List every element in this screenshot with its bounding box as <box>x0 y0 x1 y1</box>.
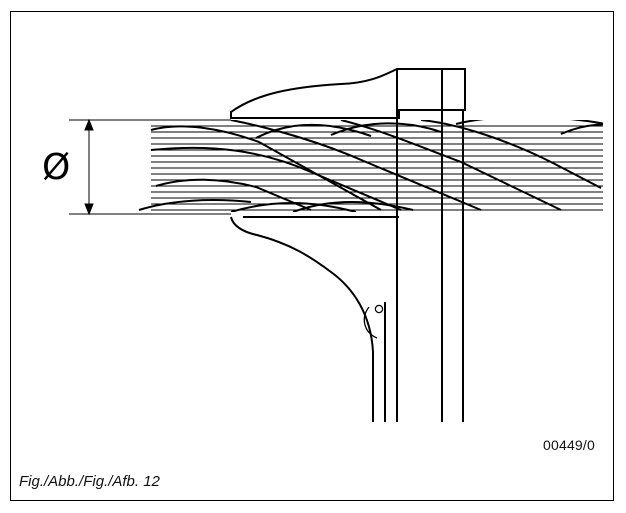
figure-frame: Ø 00449/0 Fig./Abb./Fig./Afb. 12 <box>10 11 614 501</box>
dimension-lines <box>69 118 231 216</box>
screw-icon <box>374 304 384 314</box>
hinge-arc <box>363 306 378 339</box>
rope-diameter-measurement-diagram: Ø <box>42 68 603 422</box>
upper-jaw <box>230 68 466 119</box>
caliper-beam <box>384 69 464 422</box>
diameter-symbol: Ø <box>42 147 70 188</box>
lower-jaw <box>230 216 374 422</box>
rope <box>123 120 603 212</box>
rope-strands <box>138 120 603 212</box>
image-code: 00449/0 <box>542 437 595 453</box>
figure-caption: Fig./Abb./Fig./Afb. 12 <box>19 473 160 490</box>
